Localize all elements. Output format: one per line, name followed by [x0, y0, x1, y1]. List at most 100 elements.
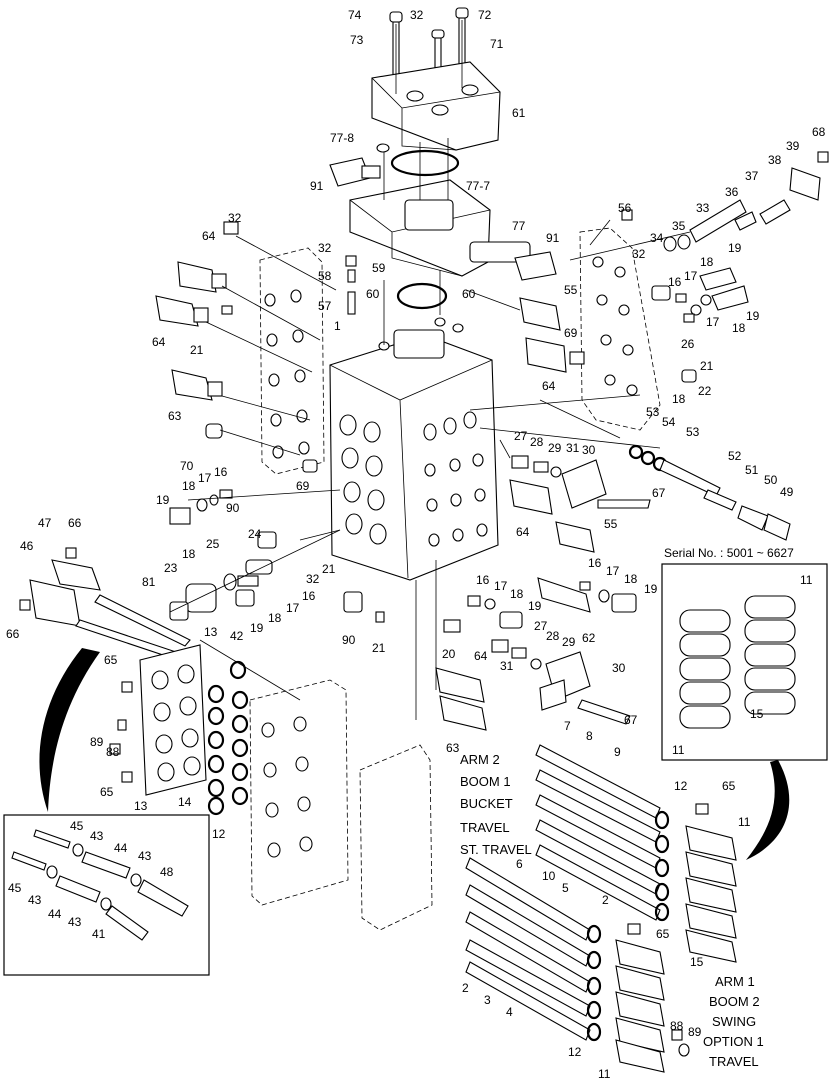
- callout-56: 56: [618, 201, 632, 215]
- callout-30: 30: [612, 661, 626, 675]
- callout-32: 32: [306, 572, 320, 586]
- callout-30: 30: [582, 443, 596, 457]
- callout-22: 22: [698, 384, 712, 398]
- inset-box-left: [3, 814, 210, 976]
- callout-35: 35: [672, 219, 686, 233]
- callout-88: 88: [670, 1019, 684, 1033]
- callout-64: 64: [474, 649, 488, 663]
- callout-91: 91: [310, 179, 324, 193]
- callout-67: 67: [624, 713, 638, 727]
- left-small-parts: [169, 489, 341, 525]
- callout-18: 18: [732, 321, 746, 335]
- callout-12: 12: [568, 1045, 582, 1059]
- callout-12: 12: [212, 827, 226, 841]
- callout-47: 47: [38, 516, 52, 530]
- callout-32: 32: [318, 241, 332, 255]
- callout-44: 44: [114, 841, 128, 855]
- callout-17: 17: [286, 601, 300, 615]
- left-gasket-plate: [259, 247, 325, 475]
- label-boom-2: BOOM 2: [709, 994, 760, 1009]
- callout-18: 18: [700, 255, 714, 269]
- callout-11: 11: [738, 815, 751, 829]
- callout-34: 34: [650, 231, 664, 245]
- callout-13: 13: [204, 625, 218, 639]
- callout-63: 63: [168, 409, 182, 423]
- label-arm-1: ARM 1: [715, 974, 755, 989]
- callout-9: 9: [614, 745, 621, 759]
- right-check-valve-upper: [511, 455, 651, 509]
- callout-89: 89: [688, 1025, 702, 1039]
- left-o-rings: [207, 660, 249, 816]
- right-arc-indicator: [746, 760, 790, 860]
- callout-19: 19: [728, 241, 742, 255]
- callout-53: 53: [646, 405, 660, 419]
- callout-53: 53: [686, 425, 700, 439]
- lower-left-gasket: [249, 679, 349, 906]
- callout-55: 55: [604, 517, 618, 531]
- callout-89: 89: [90, 735, 104, 749]
- lower-gasket: [359, 744, 433, 931]
- callout-45: 45: [8, 881, 22, 895]
- inset-left-parts: [11, 829, 189, 941]
- callout-10: 10: [542, 869, 556, 883]
- callout-21: 21: [700, 359, 714, 373]
- callout-26: 26: [681, 337, 695, 351]
- callout-15: 15: [750, 707, 764, 721]
- callout-68: 68: [812, 125, 826, 139]
- callout-14: 14: [178, 795, 192, 809]
- callout-19: 19: [644, 582, 658, 596]
- callout-19: 19: [156, 493, 170, 507]
- spool-section-labels: ARM 2 BOOM 1 BUCKET TRAVEL ST. TRAVEL AR…: [460, 752, 764, 1069]
- callout-17: 17: [606, 564, 620, 578]
- callout-29: 29: [562, 635, 576, 649]
- callout-66: 66: [6, 627, 20, 641]
- right-gasket-holes: [592, 256, 638, 396]
- callout-19: 19: [528, 599, 542, 613]
- left-relief-group: [169, 531, 385, 623]
- callout-66: 66: [68, 516, 82, 530]
- label-option-1: OPTION 1: [703, 1034, 764, 1049]
- callout-15: 15: [690, 955, 704, 969]
- callout-32: 32: [228, 211, 242, 225]
- callout-16: 16: [214, 465, 228, 479]
- callout-77-8: 77-8: [330, 131, 354, 145]
- callout-18: 18: [268, 611, 282, 625]
- callout-28: 28: [530, 435, 544, 449]
- callout-72: 72: [478, 8, 492, 22]
- leader-lines: [169, 138, 691, 720]
- callout-7: 7: [564, 719, 571, 733]
- callout-43: 43: [90, 829, 104, 843]
- label-swing: SWING: [712, 1014, 756, 1029]
- upper-spool-set: [535, 744, 661, 921]
- callout-65: 65: [100, 785, 114, 799]
- callout-61: 61: [512, 106, 526, 120]
- callout-33: 33: [696, 201, 710, 215]
- callout-27: 27: [514, 429, 528, 443]
- callout-8: 8: [586, 729, 593, 743]
- callout-64: 64: [516, 525, 530, 539]
- callout-32: 32: [632, 247, 646, 261]
- left-caps-and-spools: [19, 547, 201, 667]
- callout-67: 67: [652, 486, 666, 500]
- label-st-travel: ST. TRAVEL: [460, 842, 532, 857]
- label-travel-lower: TRAVEL: [709, 1054, 759, 1069]
- callout-88: 88: [106, 745, 120, 759]
- callout-55: 55: [564, 283, 578, 297]
- right-gasket-plate: [579, 227, 661, 431]
- callout-13: 13: [134, 799, 148, 813]
- callout-43: 43: [68, 915, 82, 929]
- callout-74: 74: [348, 8, 362, 22]
- callout-17: 17: [494, 579, 508, 593]
- lower-spool-caps: [615, 923, 690, 1073]
- callout-62: 62: [582, 631, 596, 645]
- callout-23: 23: [164, 561, 178, 575]
- callout-17: 17: [706, 315, 720, 329]
- callout-91: 91: [546, 231, 560, 245]
- callout-38: 38: [768, 153, 782, 167]
- callout-3: 3: [484, 993, 491, 1007]
- callout-37: 37: [745, 169, 759, 183]
- callout-39: 39: [786, 139, 800, 153]
- callout-60: 60: [366, 287, 380, 301]
- callout-59: 59: [372, 261, 386, 275]
- callout-5: 5: [562, 881, 569, 895]
